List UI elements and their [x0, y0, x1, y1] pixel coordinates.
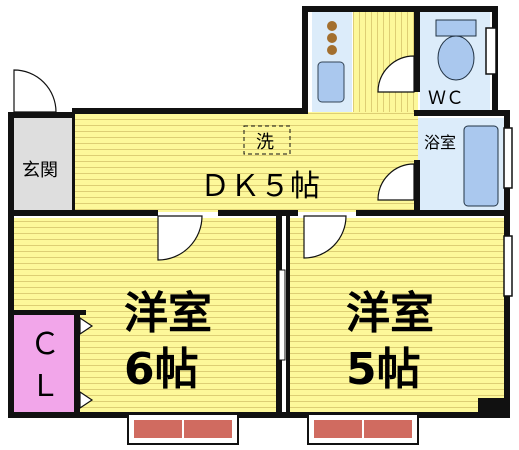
western2-label-line2: 5帖	[346, 344, 421, 395]
bedroom1-door[interactable]	[157, 215, 203, 261]
western1-label-line2: 6帖	[124, 344, 199, 395]
floor-fills	[14, 12, 508, 414]
bath-label: 浴室	[424, 133, 456, 152]
sliding-door[interactable]	[278, 269, 286, 361]
bath-door[interactable]	[377, 163, 415, 201]
western1-label-line1: 洋室	[124, 288, 212, 339]
window-bath	[503, 127, 513, 189]
window-wc	[485, 27, 497, 75]
closet-label-line2: Ｌ	[30, 369, 60, 404]
windows	[127, 27, 513, 445]
closet-floor	[14, 314, 74, 412]
entrance-label: 玄関	[22, 160, 58, 181]
closet-label-line1: Ｃ	[30, 327, 60, 362]
kitchen-door[interactable]	[377, 55, 415, 93]
bedroom2-door[interactable]	[303, 215, 347, 259]
entrance-door[interactable]	[13, 69, 57, 113]
washer-area	[243, 125, 291, 155]
doors	[13, 55, 415, 410]
closet-door-top[interactable]	[79, 316, 94, 336]
wc-label: ＷＣ	[428, 88, 464, 109]
entrance-floor	[14, 118, 74, 212]
western2-label-line1: 洋室	[346, 288, 434, 339]
closet-door-bottom[interactable]	[79, 390, 94, 410]
window-bedroom2-side	[503, 235, 513, 297]
stove-icon	[327, 21, 337, 55]
bathtub-icon	[463, 125, 499, 207]
dk-floor	[72, 112, 418, 212]
dk-label: ＤＫ５帖	[200, 169, 320, 204]
toilet-icon	[435, 19, 477, 81]
washer-label: 洗	[256, 132, 274, 153]
sink-icon	[317, 61, 345, 103]
